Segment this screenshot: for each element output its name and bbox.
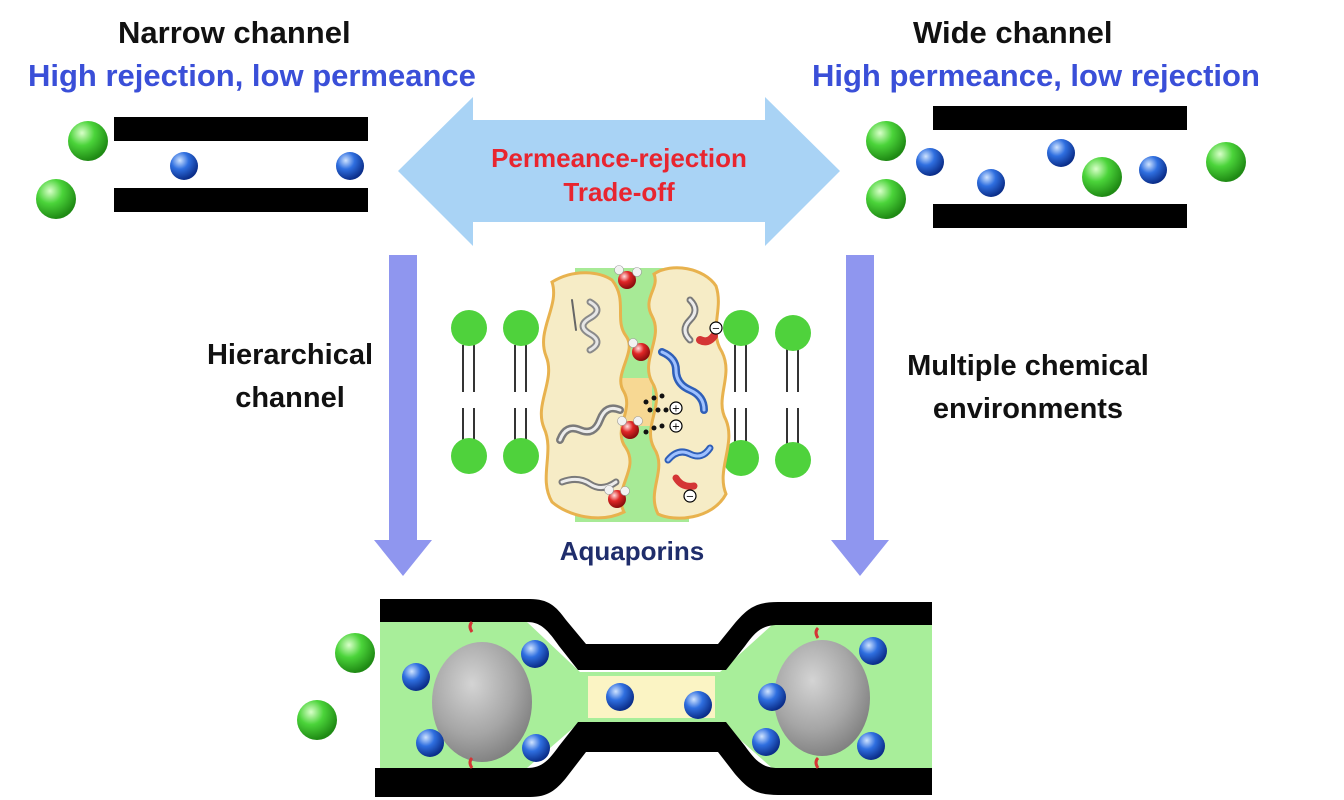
tradeoff-double-arrow (398, 97, 840, 246)
left-cavity (432, 642, 532, 762)
hierarchical-label-line1: Hierarchical (206, 339, 374, 371)
wide-channel-subtitle: High permeance, low rejection (812, 58, 1260, 93)
green-particle (36, 179, 76, 219)
channel-bottom-wall (375, 722, 932, 797)
blue-particle (1139, 156, 1167, 184)
green-particle (335, 633, 375, 673)
blue-particle (170, 152, 198, 180)
narrow-channel-bottom-wall (114, 188, 368, 212)
right-down-arrow (831, 255, 889, 576)
chemical-env-label-line1: Multiple chemical (907, 350, 1149, 382)
water-molecules (604, 265, 650, 508)
tradeoff-label-line2: Trade-off (563, 177, 675, 207)
hydrogen-bonds (643, 393, 669, 435)
chemical-env-label-line2: environments (932, 393, 1124, 425)
blue-particle (684, 691, 712, 719)
aquaporins-label: Aquaporins (559, 536, 705, 566)
tradeoff-label-line1: Permeance-rejection (491, 143, 747, 173)
blue-particle (402, 663, 430, 691)
aquaporin-illustration: − + + − (451, 265, 811, 522)
channel-top-wall (380, 599, 932, 670)
narrow-channel-top-wall (114, 117, 368, 141)
green-particle (866, 179, 906, 219)
chemical-group-tags (468, 620, 820, 769)
svg-text:−: − (686, 492, 694, 503)
wide-channel-top-wall (933, 106, 1187, 130)
wide-channel (866, 106, 1246, 228)
blue-particle (1047, 139, 1075, 167)
blue-particle (758, 683, 786, 711)
blue-particle (336, 152, 364, 180)
left-down-arrow (374, 255, 432, 576)
blue-particle (857, 732, 885, 760)
right-cavity (774, 640, 870, 756)
blue-particle (916, 148, 944, 176)
blue-particle (606, 683, 634, 711)
lipid-bilayer (451, 310, 811, 478)
blue-particle (522, 734, 550, 762)
blue-particle (977, 169, 1005, 197)
green-particle (866, 121, 906, 161)
blue-particle (752, 728, 780, 756)
green-particle (68, 121, 108, 161)
charge-markers: − + + − (669, 321, 723, 503)
green-particle (297, 700, 337, 740)
right-helices (658, 296, 718, 490)
hierarchical-channel (297, 599, 932, 797)
svg-text:+: + (672, 422, 680, 433)
green-particle (1082, 157, 1122, 197)
hierarchical-label-line2: channel (235, 382, 345, 414)
blue-particle (521, 640, 549, 668)
green-particle (1206, 142, 1246, 182)
svg-text:+: + (672, 404, 680, 415)
wide-channel-title: Wide channel (913, 15, 1113, 50)
narrow-channel-title: Narrow channel (118, 15, 351, 50)
narrow-channel (36, 117, 368, 219)
blue-particle (416, 729, 444, 757)
wide-channel-bottom-wall (933, 204, 1187, 228)
narrow-channel-subtitle: High rejection, low permeance (28, 58, 476, 93)
svg-text:−: − (712, 324, 720, 335)
blue-particle (859, 637, 887, 665)
